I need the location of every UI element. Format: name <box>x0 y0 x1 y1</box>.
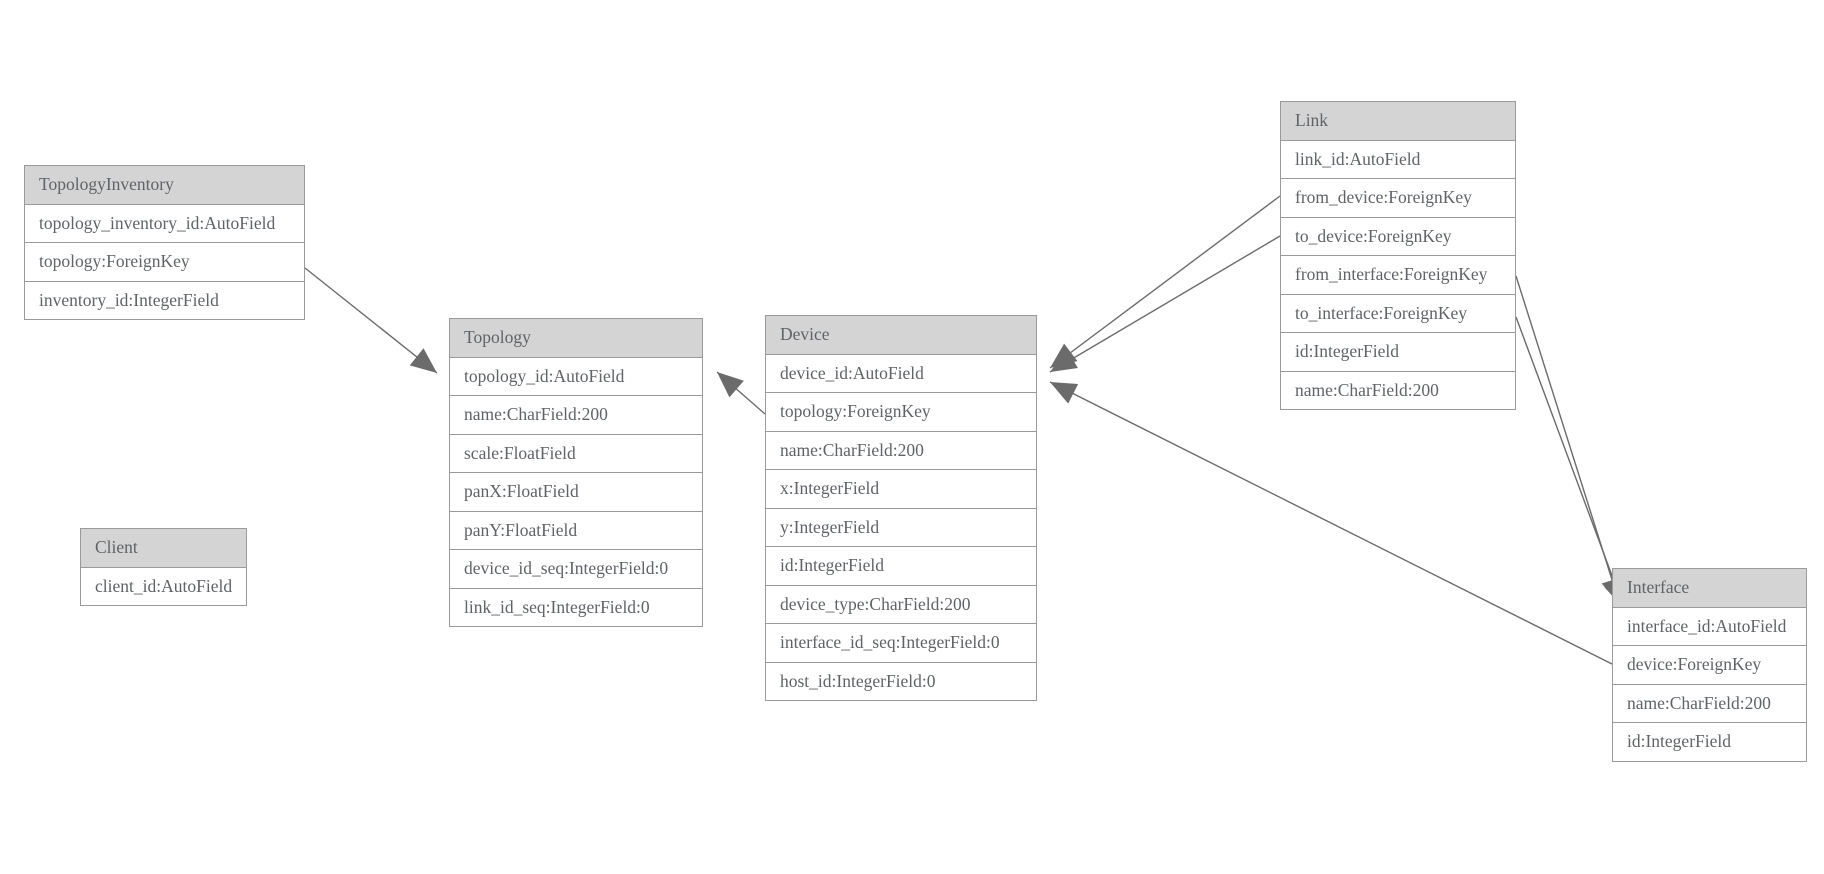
entity-title-link: Link <box>1281 102 1515 141</box>
entity-field-link-2[interactable]: to_device:ForeignKey <box>1281 217 1515 256</box>
relationship-arrowhead <box>1050 382 1079 404</box>
entity-field-topology-0[interactable]: topology_id:AutoField <box>450 357 702 396</box>
entity-field-device-5[interactable]: id:IntegerField <box>766 547 1036 586</box>
entity-field-topology_inventory-1[interactable]: topology:ForeignKey <box>25 243 304 282</box>
relationship-arrowhead <box>409 348 437 373</box>
relationship-link-from-device-to-device <box>1049 195 1281 369</box>
entity-field-interface-1[interactable]: device:ForeignKey <box>1613 646 1806 685</box>
entity-field-device-0[interactable]: device_id:AutoField <box>766 354 1036 393</box>
entity-field-topology-1[interactable]: name:CharField:200 <box>450 396 702 435</box>
entity-field-link-6[interactable]: name:CharField:200 <box>1281 371 1515 409</box>
entity-field-topology-2[interactable]: scale:FloatField <box>450 434 702 473</box>
relationship-arrowhead <box>717 372 744 398</box>
entity-field-topology-4[interactable]: panY:FloatField <box>450 511 702 550</box>
entity-field-topology-3[interactable]: panX:FloatField <box>450 473 702 512</box>
relationship-topologyinventory-to-topology <box>304 267 438 374</box>
entity-title-topology: Topology <box>450 319 702 358</box>
relationship-line <box>1049 381 1613 665</box>
entity-field-interface-2[interactable]: name:CharField:200 <box>1613 684 1806 723</box>
entity-field-link-1[interactable]: from_device:ForeignKey <box>1281 179 1515 218</box>
relationship-line <box>1515 275 1621 606</box>
entity-field-device-1[interactable]: topology:ForeignKey <box>766 393 1036 432</box>
entity-title-device: Device <box>766 316 1036 355</box>
relationship-arrowhead <box>1050 343 1078 368</box>
entity-title-topology_inventory: TopologyInventory <box>25 166 304 205</box>
relationship-line <box>1515 316 1625 609</box>
relationship-line <box>716 371 766 415</box>
entity-field-topology-5[interactable]: device_id_seq:IntegerField:0 <box>450 550 702 589</box>
relationship-device-to-topology <box>716 371 766 415</box>
entity-field-topology-6[interactable]: link_id_seq:IntegerField:0 <box>450 588 702 626</box>
entity-field-device-7[interactable]: interface_id_seq:IntegerField:0 <box>766 624 1036 663</box>
entity-field-device-2[interactable]: name:CharField:200 <box>766 431 1036 470</box>
relationship-arrowhead <box>1050 349 1078 372</box>
entity-title-client: Client <box>81 529 246 568</box>
relationship-link-to-device-to-device <box>1049 235 1281 373</box>
entity-field-interface-3[interactable]: id:IntegerField <box>1613 723 1806 761</box>
entity-field-link-5[interactable]: id:IntegerField <box>1281 333 1515 372</box>
entity-field-device-4[interactable]: y:IntegerField <box>766 508 1036 547</box>
relationship-line <box>1049 195 1281 369</box>
relationship-line <box>1049 235 1281 373</box>
entity-field-link-4[interactable]: to_interface:ForeignKey <box>1281 294 1515 333</box>
entity-field-topology_inventory-0[interactable]: topology_inventory_id:AutoField <box>25 204 304 243</box>
entity-title-interface: Interface <box>1613 569 1806 608</box>
relationship-link-from-interface-to-interface <box>1515 275 1623 606</box>
entity-field-client-0[interactable]: client_id:AutoField <box>81 567 246 605</box>
entity-field-link-0[interactable]: link_id:AutoField <box>1281 140 1515 179</box>
entity-field-device-3[interactable]: x:IntegerField <box>766 470 1036 509</box>
entity-field-topology_inventory-2[interactable]: inventory_id:IntegerField <box>25 281 304 319</box>
relationship-line <box>304 267 438 374</box>
entity-field-link-3[interactable]: from_interface:ForeignKey <box>1281 256 1515 295</box>
entity-field-device-8[interactable]: host_id:IntegerField:0 <box>766 662 1036 700</box>
entity-field-device-6[interactable]: device_type:CharField:200 <box>766 585 1036 624</box>
relationship-interface-device-to-device <box>1049 381 1613 665</box>
entity-field-interface-0[interactable]: interface_id:AutoField <box>1613 607 1806 646</box>
